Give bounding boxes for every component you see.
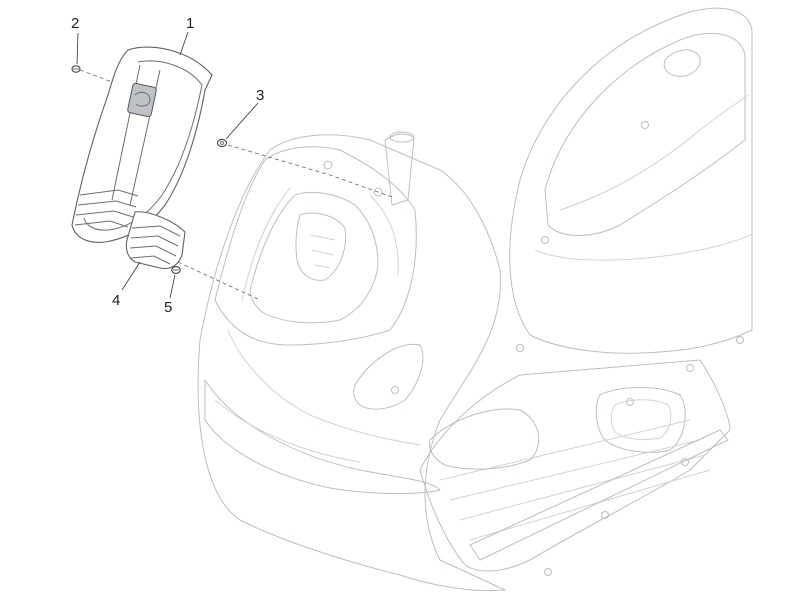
scooter-steering-tube bbox=[384, 133, 415, 206]
leader-4 bbox=[121, 261, 141, 291]
leader-2 bbox=[76, 32, 79, 65]
scooter-rear-inner bbox=[544, 32, 746, 236]
scooter-leg-shield bbox=[197, 134, 506, 592]
leader-5 bbox=[169, 274, 176, 299]
scooter-rear-body bbox=[509, 7, 753, 354]
scooter-footrest-tray bbox=[429, 408, 540, 470]
callout-4: 4 bbox=[112, 292, 120, 309]
scooter-body bbox=[197, 7, 753, 592]
scooter-headset-bracket-detail bbox=[309, 234, 336, 269]
horn-cover-badge bbox=[127, 82, 157, 118]
scooter-vent-opening bbox=[353, 343, 424, 410]
part-5-screw bbox=[171, 266, 181, 274]
scooter-front-panel-rim bbox=[241, 187, 399, 301]
grille-insert-slats bbox=[129, 225, 181, 265]
scooter-rear-edge bbox=[559, 94, 749, 211]
horn-cover-inner-rim bbox=[83, 60, 203, 231]
callout-labels: 1 2 3 4 5 bbox=[71, 15, 264, 316]
scooter-front-spoiler bbox=[204, 379, 441, 495]
scooter-floorboard bbox=[419, 359, 731, 572]
scooter-spoiler-crease bbox=[214, 399, 361, 463]
nut-3-body bbox=[216, 138, 228, 148]
scooter-headset-bracket bbox=[295, 212, 347, 281]
leader-lines bbox=[76, 31, 259, 299]
guide-line-nut-3 bbox=[227, 144, 396, 199]
part-4-grille-insert bbox=[125, 211, 186, 270]
scooter-shield-crease bbox=[227, 329, 421, 446]
scooter-rear-lip bbox=[534, 233, 753, 261]
guide-line-part-4 bbox=[177, 261, 261, 301]
callout-2: 2 bbox=[71, 15, 79, 32]
callout-3: 3 bbox=[256, 87, 264, 104]
scooter-fasteners bbox=[323, 121, 744, 576]
leader-1 bbox=[179, 31, 189, 56]
leader-3 bbox=[225, 102, 259, 140]
scooter-running-board bbox=[469, 429, 729, 561]
horn-cover-badge-symbol bbox=[134, 91, 151, 107]
part-1-horn-cover bbox=[71, 46, 213, 243]
callout-1: 1 bbox=[186, 15, 194, 32]
grille-insert-outline bbox=[125, 211, 186, 270]
scooter-front-panel-inner bbox=[249, 191, 379, 324]
scooter-side-panel-inner bbox=[610, 399, 672, 441]
callout-5: 5 bbox=[164, 299, 172, 316]
scooter-front-panel bbox=[214, 146, 417, 346]
part-3-nut bbox=[216, 138, 228, 148]
scooter-side-panel bbox=[595, 387, 686, 453]
scooter-steering-top bbox=[389, 131, 415, 143]
horn-cover-grille bbox=[74, 189, 139, 228]
scooter-storage-hole bbox=[663, 49, 701, 77]
part-2-screw bbox=[71, 65, 81, 73]
horn-cover-outline bbox=[71, 46, 213, 243]
scooter-floor-ribs bbox=[439, 419, 711, 541]
